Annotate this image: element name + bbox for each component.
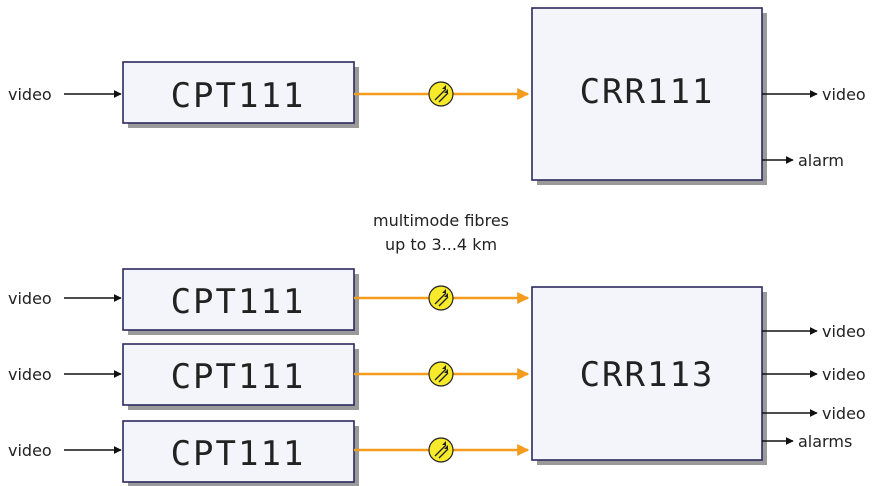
bottom-cpt-name-2: CPT111 bbox=[171, 357, 306, 397]
fibre-connector-icon bbox=[428, 437, 454, 463]
bottom-video-out-label-3: video bbox=[822, 404, 866, 423]
fibre-note: multimode fibres up to 3...4 km bbox=[373, 211, 509, 254]
bottom-cpt-box-3 bbox=[122, 420, 355, 483]
top-cpt-name: CPT111 bbox=[171, 76, 306, 116]
fibre-connector-icon bbox=[428, 361, 454, 387]
top-system: video CPT111 CRR111 video alarm bbox=[8, 7, 866, 185]
top-alarm-out-label: alarm bbox=[798, 151, 844, 170]
bottom-cpt-box-1 bbox=[122, 268, 355, 331]
bottom-system: CRR113 video CPT111 video CPT111 video bbox=[8, 268, 866, 486]
bottom-input-label-3: video bbox=[8, 441, 52, 460]
top-input-label: video bbox=[8, 85, 52, 104]
bottom-row-1: video CPT111 bbox=[8, 268, 530, 335]
fibre-connector-icon bbox=[428, 285, 454, 311]
bottom-cpt-box-2 bbox=[122, 343, 355, 406]
bottom-crr-box: CRR113 bbox=[531, 286, 767, 465]
bottom-input-label-2: video bbox=[8, 365, 52, 384]
bottom-video-out-label-2: video bbox=[822, 365, 866, 384]
top-cpt-box: CPT111 bbox=[122, 61, 359, 128]
bottom-row-2: video CPT111 bbox=[8, 343, 530, 410]
bottom-video-out-label-1: video bbox=[822, 322, 866, 341]
bottom-row-3: video CPT111 bbox=[8, 420, 530, 486]
fibre-note-line1: multimode fibres bbox=[373, 211, 509, 230]
fibre-note-line2: up to 3...4 km bbox=[385, 235, 497, 254]
bottom-cpt-name-1: CPT111 bbox=[171, 282, 306, 322]
top-video-out-label: video bbox=[822, 85, 866, 104]
bottom-crr-name: CRR113 bbox=[580, 355, 715, 395]
bottom-input-label-1: video bbox=[8, 289, 52, 308]
top-crr-name: CRR111 bbox=[580, 72, 715, 112]
fibre-connector-icon bbox=[428, 81, 454, 107]
bottom-cpt-name-3: CPT111 bbox=[171, 434, 306, 474]
top-crr-box: CRR111 bbox=[531, 7, 767, 185]
bottom-alarms-out-label: alarms bbox=[798, 432, 852, 451]
